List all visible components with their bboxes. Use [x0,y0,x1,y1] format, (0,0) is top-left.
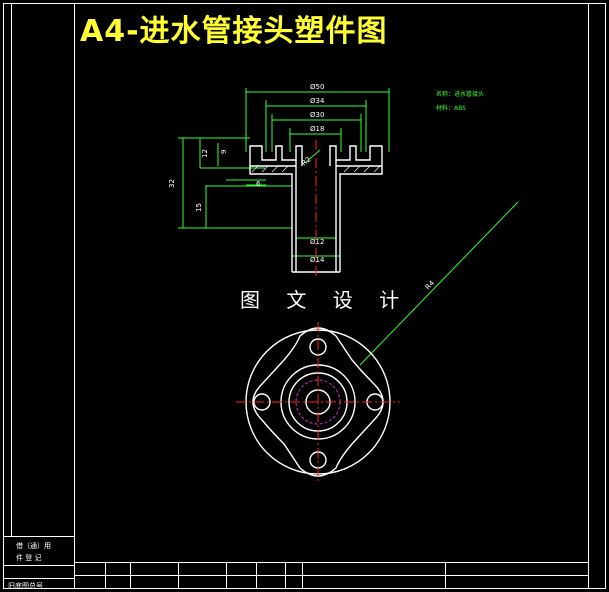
dim-h9: 9 [220,150,228,154]
dim-h32: 32 [168,179,176,188]
side-register-row1: 借（通）用 [16,542,51,550]
side-register-row3: 旧底图总号 [8,582,43,590]
note-part-name: 名称：进水管接头 [436,90,484,98]
dim-d12: Ø12 [310,238,324,246]
drawing-title: A4-进水管接头塑件图 [80,14,388,49]
dim-d14: Ø14 [310,256,325,264]
side-register-row2: 件 登 记 [16,554,42,562]
watermark-text: 图 文 设 计 [240,288,410,312]
dim-h12: 12 [201,149,209,158]
dim-d34: Ø34 [310,97,325,105]
note-material: 材料：ABS [436,104,466,112]
dim-d30: Ø30 [310,111,324,119]
dim-h15: 15 [195,203,203,212]
dim-h6: 6 [256,180,261,188]
dim-d18: Ø18 [310,125,324,133]
dim-d50: Ø50 [310,83,324,91]
